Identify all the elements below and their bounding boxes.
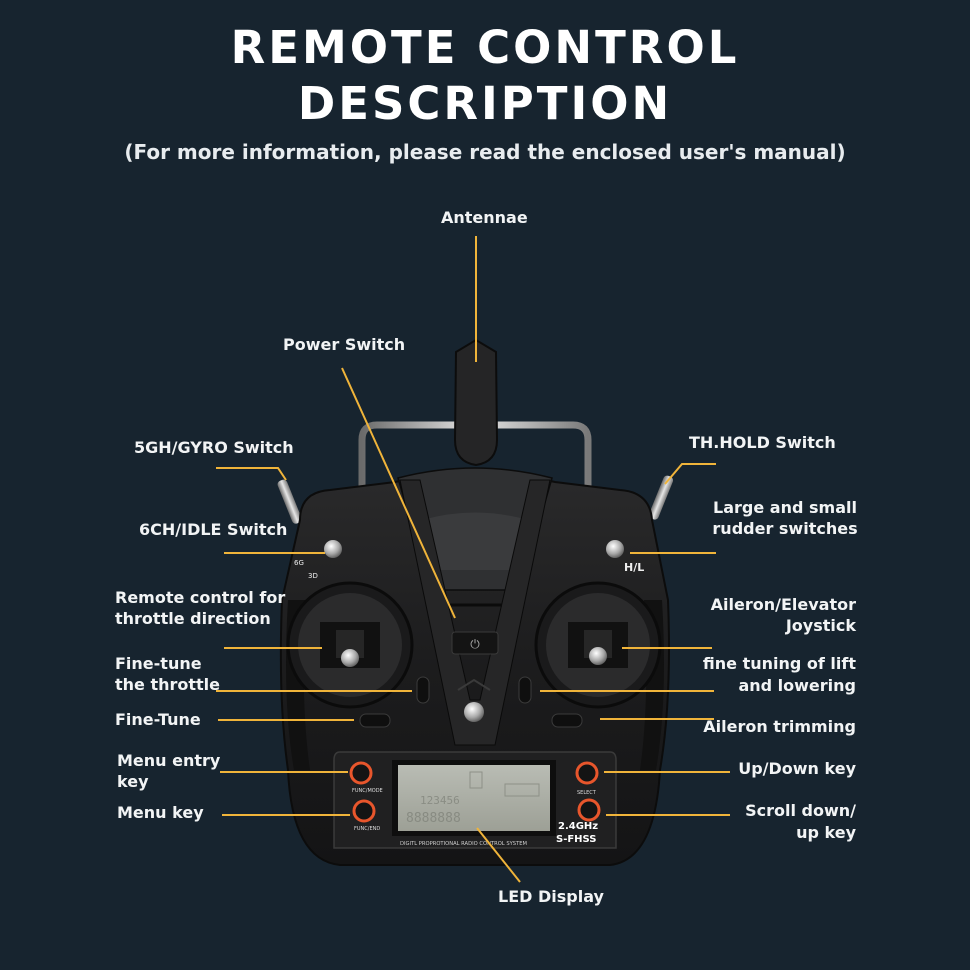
power-button <box>451 631 499 655</box>
func-end-label: FUNC/END <box>354 826 380 832</box>
label-rudder-2: rudder switches <box>712 519 858 538</box>
page-title-line-2: DESCRIPTION <box>297 77 673 130</box>
rudder-switch-knob <box>606 540 624 558</box>
mark-3d: 3D <box>308 572 318 580</box>
mark-hl: H/L <box>624 561 644 574</box>
label-th-hold: TH.HOLD Switch <box>689 433 836 452</box>
func-mode-label: FUNC/MODE <box>352 788 383 794</box>
label-menu-key: Menu key <box>117 803 204 822</box>
page-subtitle: (For more information, please read the e… <box>124 140 846 164</box>
label-aileron-trim: Aileron trimming <box>703 717 856 736</box>
protocol-label: S-FHSS <box>556 834 597 845</box>
label-fine-tune-throttle-1: Fine-tune <box>115 654 202 673</box>
right-gimbal <box>534 581 662 709</box>
scroll-button[interactable] <box>577 798 601 822</box>
footer-text: DIGITL PROPROTIONAL RADIO CONTROL SYSTEM <box>400 841 527 847</box>
label-fine-tune: Fine-Tune <box>115 710 201 729</box>
leader-lines <box>216 236 730 883</box>
gyro-toggle <box>277 479 302 524</box>
label-menu-entry-2: key <box>117 772 149 791</box>
label-antennae: Antennae <box>441 208 528 227</box>
mark-6g: 6G <box>294 559 304 567</box>
throttle-trim <box>416 676 430 704</box>
func-end-button[interactable] <box>352 799 376 823</box>
elevator-trim <box>518 676 532 704</box>
page-title-line-1: REMOTE CONTROL <box>230 21 740 74</box>
label-throttle-direction-2: throttle direction <box>115 609 271 628</box>
antenna <box>453 338 499 467</box>
label-idle-switch: 6CH/IDLE Switch <box>139 520 288 539</box>
label-throttle-direction-1: Remote control for <box>115 588 286 607</box>
updown-button[interactable] <box>575 761 599 785</box>
label-joystick-1: Aileron/Elevator <box>710 595 856 614</box>
aileron-trim <box>551 713 583 728</box>
label-gyro-switch: 5GH/GYRO Switch <box>134 438 294 457</box>
lcd-digits-1: 123456 <box>420 794 460 807</box>
center-knob <box>464 702 484 722</box>
idle-switch-knob <box>324 540 342 558</box>
select-label: SELECT <box>577 790 597 796</box>
lcd-screen <box>398 765 550 831</box>
svg-text:⏻: ⏻ <box>470 637 480 651</box>
label-scroll-1: Scroll down/ <box>745 801 856 820</box>
func-mode-button[interactable] <box>349 761 373 785</box>
label-rudder-1: Large and small <box>713 498 857 517</box>
label-led-display: LED Display <box>498 887 604 906</box>
band-label: 2.4GHz <box>558 821 598 832</box>
left-gimbal <box>286 581 414 709</box>
label-joystick-2: Joystick <box>785 616 856 635</box>
label-fine-tune-throttle-2: the throttle <box>115 675 221 694</box>
label-scroll-2: up key <box>796 823 856 842</box>
rudder-trim <box>359 713 391 728</box>
label-updown-key: Up/Down key <box>738 759 856 778</box>
label-lift-2: and lowering <box>738 676 856 695</box>
lcd-digits-2: 8888888 <box>406 811 461 826</box>
label-power-switch: Power Switch <box>283 335 406 354</box>
label-menu-entry-1: Menu entry <box>117 751 221 770</box>
label-lift-1: fine tuning of lift <box>702 654 856 673</box>
th-hold-toggle <box>648 475 674 520</box>
